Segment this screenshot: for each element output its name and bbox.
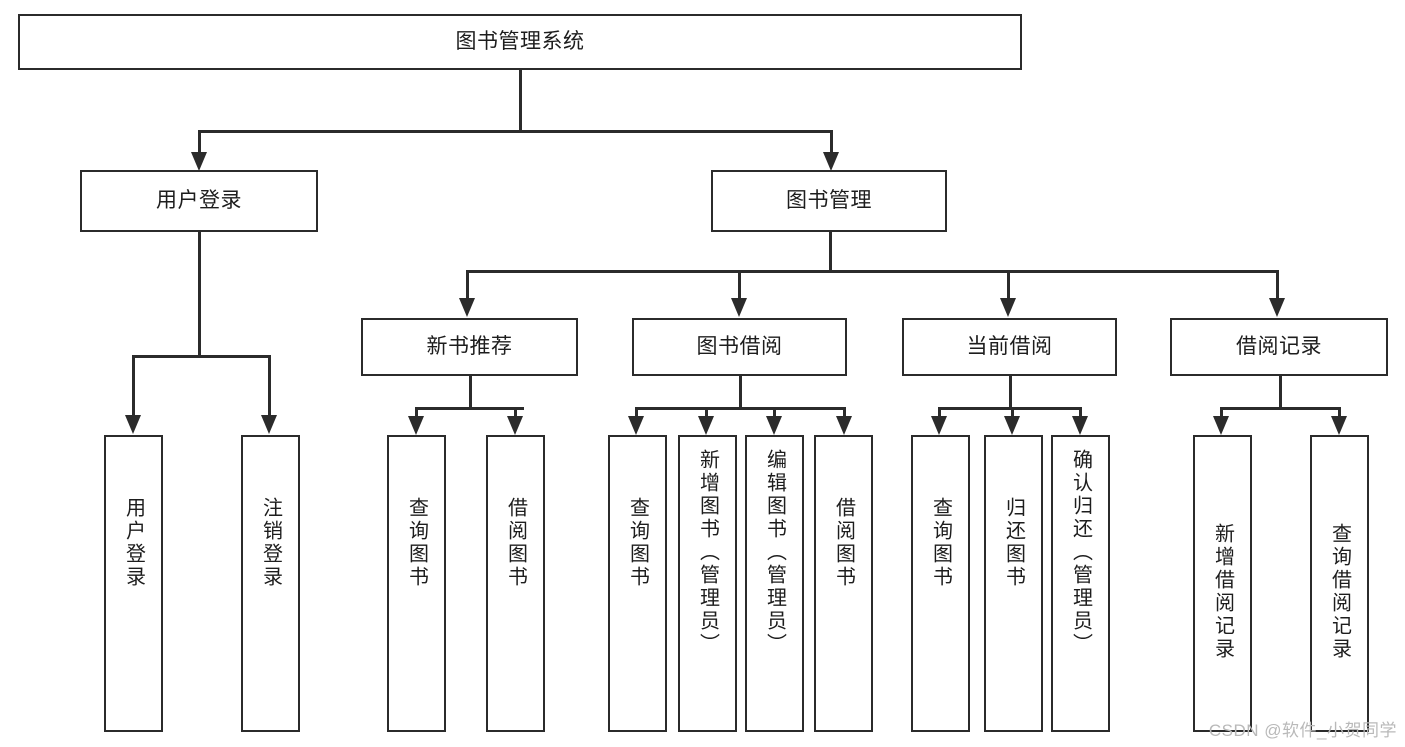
- arrowhead-icon: [191, 152, 207, 171]
- connector-horizontal: [635, 407, 843, 410]
- node-root-system[interactable]: 图书管理系统: [18, 14, 1022, 70]
- node-leaf-query-book-3[interactable]: 查询图书: [911, 435, 970, 732]
- node-leaf-add-book[interactable]: 新增图书（管理员）: [678, 435, 737, 732]
- node-leaf-query-record-label: 查询借阅记录: [1328, 523, 1351, 661]
- node-leaf-query-book-2-label: 查询图书: [626, 497, 649, 589]
- node-leaf-return-book[interactable]: 归还图书: [984, 435, 1043, 732]
- connector-vertical: [1338, 407, 1341, 416]
- node-leaf-query-record[interactable]: 查询借阅记录: [1310, 435, 1369, 732]
- node-borrow-record-label: 借阅记录: [1236, 334, 1322, 358]
- node-leaf-borrow-book-1[interactable]: 借阅图书: [486, 435, 545, 732]
- connector-vertical: [1009, 376, 1012, 407]
- arrowhead-icon: [1213, 416, 1229, 435]
- connector-vertical: [738, 270, 741, 298]
- node-leaf-add-record[interactable]: 新增借阅记录: [1193, 435, 1252, 732]
- node-root-system-label: 图书管理系统: [455, 29, 585, 53]
- node-leaf-confirm-return-label: 确认归还（管理员）: [1069, 449, 1092, 656]
- arrowhead-icon: [125, 415, 141, 434]
- node-leaf-query-book-3-label: 查询图书: [929, 497, 952, 589]
- node-borrow-record[interactable]: 借阅记录: [1170, 318, 1388, 376]
- connector-vertical: [1220, 407, 1223, 416]
- connector-horizontal: [938, 407, 1079, 410]
- arrowhead-icon: [408, 416, 424, 435]
- connector-vertical: [843, 407, 846, 416]
- connector-vertical: [198, 232, 201, 358]
- node-leaf-query-book-1-label: 查询图书: [405, 497, 428, 589]
- node-leaf-logout[interactable]: 注销登录: [241, 435, 300, 732]
- connector-vertical: [705, 407, 708, 416]
- node-leaf-borrow-book-1-label: 借阅图书: [504, 497, 527, 589]
- connector-vertical: [1079, 407, 1082, 416]
- arrowhead-icon: [766, 416, 782, 435]
- arrowhead-icon: [836, 416, 852, 435]
- node-leaf-query-book-2[interactable]: 查询图书: [608, 435, 667, 732]
- connector-vertical: [829, 232, 832, 272]
- node-leaf-edit-book[interactable]: 编辑图书（管理员）: [745, 435, 804, 732]
- node-leaf-user-login-label: 用户登录: [122, 497, 145, 589]
- node-leaf-add-book-label: 新增图书（管理员）: [696, 449, 719, 656]
- node-leaf-confirm-return[interactable]: 确认归还（管理员）: [1051, 435, 1110, 732]
- arrowhead-icon: [1269, 298, 1285, 317]
- connector-vertical: [1011, 407, 1014, 416]
- node-leaf-user-login[interactable]: 用户登录: [104, 435, 163, 732]
- connector-vertical: [1007, 270, 1010, 298]
- connector-vertical: [938, 407, 941, 416]
- arrowhead-icon: [507, 416, 523, 435]
- node-user-login-label: 用户登录: [156, 188, 242, 212]
- node-current-borrow-label: 当前借阅: [966, 334, 1053, 358]
- arrowhead-icon: [628, 416, 644, 435]
- connector-horizontal: [466, 270, 1279, 273]
- connector-vertical: [519, 70, 522, 132]
- connector-vertical: [773, 407, 776, 416]
- connector-vertical: [198, 130, 201, 152]
- connector-horizontal: [198, 130, 832, 133]
- connector-vertical: [514, 407, 517, 416]
- arrowhead-icon: [1000, 298, 1016, 317]
- connector-vertical: [830, 130, 833, 152]
- node-leaf-query-book-1[interactable]: 查询图书: [387, 435, 446, 732]
- arrowhead-icon: [823, 152, 839, 171]
- watermark-text: CSDN @软件_小贺同学: [1208, 721, 1397, 740]
- arrowhead-icon: [931, 416, 947, 435]
- arrowhead-icon: [1004, 416, 1020, 435]
- node-new-book-rec-label: 新书推荐: [426, 334, 513, 358]
- connector-horizontal: [1220, 407, 1338, 410]
- connector-vertical: [466, 270, 469, 298]
- node-book-manage[interactable]: 图书管理: [711, 170, 947, 232]
- arrowhead-icon: [459, 298, 475, 317]
- node-leaf-add-record-label: 新增借阅记录: [1211, 523, 1234, 661]
- connector-vertical: [1276, 270, 1279, 298]
- node-book-borrow-label: 图书借阅: [696, 334, 783, 358]
- node-leaf-edit-book-label: 编辑图书（管理员）: [763, 449, 786, 656]
- connector-vertical: [268, 355, 271, 415]
- node-leaf-borrow-book-2[interactable]: 借阅图书: [814, 435, 873, 732]
- arrowhead-icon: [1072, 416, 1088, 435]
- node-leaf-logout-label: 注销登录: [259, 497, 282, 589]
- connector-vertical: [415, 407, 418, 416]
- arrowhead-icon: [698, 416, 714, 435]
- connector-vertical: [132, 355, 135, 415]
- connector-vertical: [1279, 376, 1282, 407]
- node-book-manage-label: 图书管理: [786, 188, 872, 212]
- node-leaf-borrow-book-2-label: 借阅图书: [832, 497, 855, 589]
- node-book-borrow[interactable]: 图书借阅: [632, 318, 847, 376]
- node-leaf-return-book-label: 归还图书: [1002, 497, 1025, 589]
- node-new-book-rec[interactable]: 新书推荐: [361, 318, 578, 376]
- connector-vertical: [469, 376, 472, 407]
- arrowhead-icon: [1331, 416, 1347, 435]
- arrowhead-icon: [731, 298, 747, 317]
- connector-horizontal: [415, 407, 524, 410]
- connector-vertical: [635, 407, 638, 416]
- arrowhead-icon: [261, 415, 277, 434]
- node-current-borrow[interactable]: 当前借阅: [902, 318, 1117, 376]
- connector-horizontal: [132, 355, 268, 358]
- node-user-login[interactable]: 用户登录: [80, 170, 318, 232]
- connector-vertical: [739, 376, 742, 407]
